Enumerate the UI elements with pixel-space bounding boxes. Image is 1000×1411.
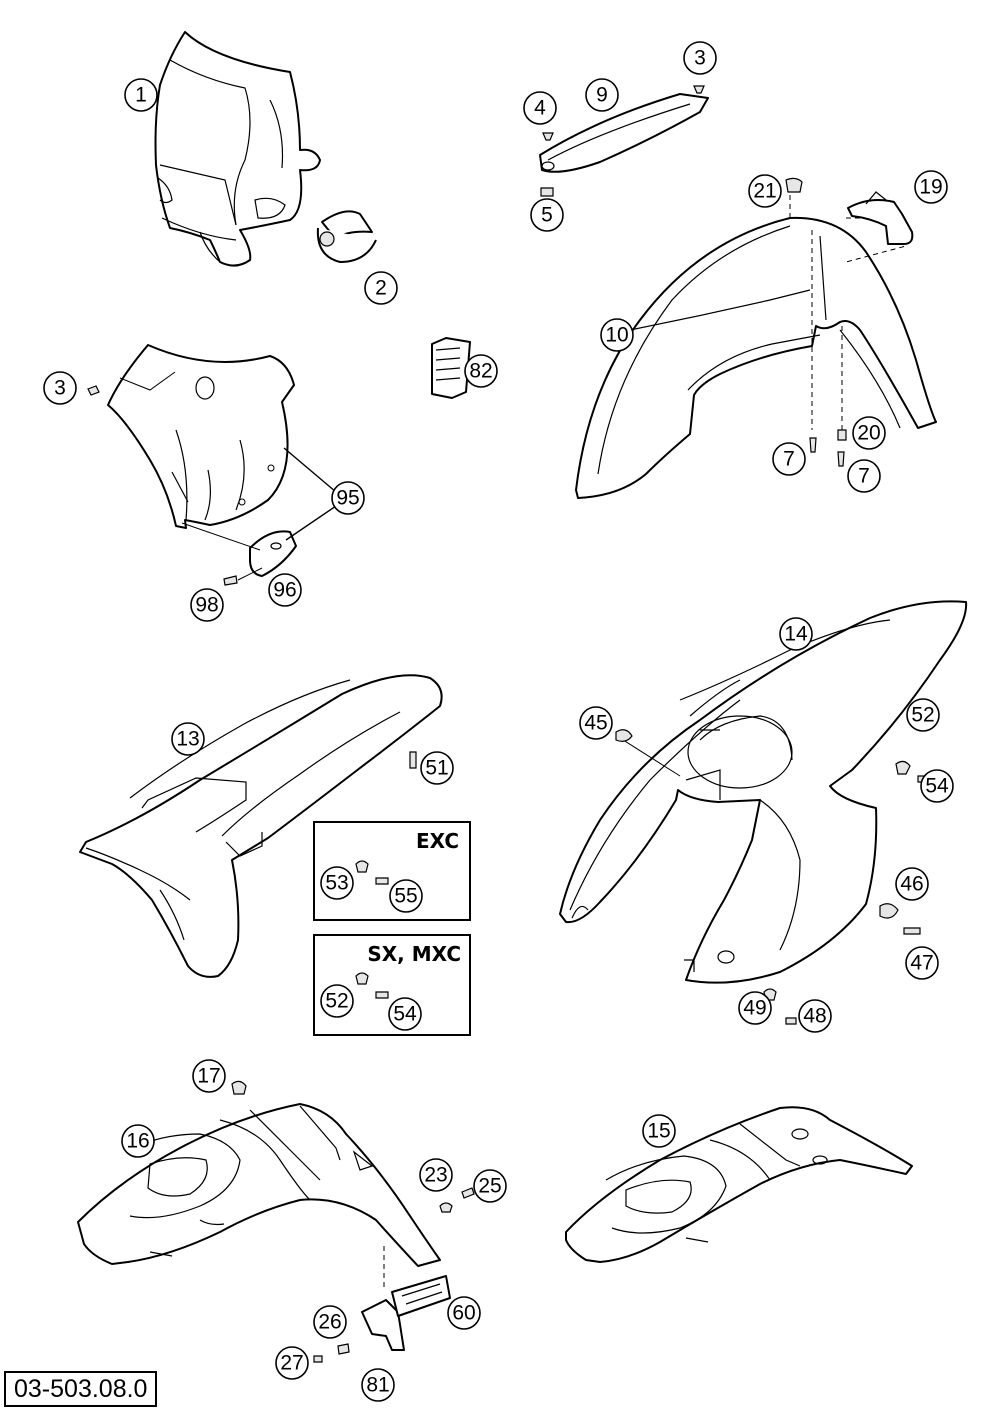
- callout-81: 81: [361, 1368, 395, 1402]
- svg-text:55: 55: [394, 885, 417, 908]
- svg-text:47: 47: [910, 952, 933, 975]
- callout-54-box: 54: [388, 997, 422, 1031]
- callout-52-box: 52: [320, 984, 354, 1018]
- reflector: [431, 337, 471, 399]
- svg-text:14: 14: [784, 623, 808, 646]
- callout-82: 82: [464, 354, 498, 388]
- svg-text:3: 3: [694, 47, 706, 70]
- svg-text:9: 9: [596, 84, 608, 107]
- svg-text:5: 5: [541, 204, 553, 227]
- drawing-number: 03-503.08.0: [4, 1371, 158, 1407]
- svg-text:3: 3: [54, 377, 66, 400]
- callout-46: 46: [895, 867, 929, 901]
- rear-fender-side-panel: [559, 600, 968, 1025]
- svg-text:53: 53: [325, 872, 348, 895]
- callout-27: 27: [275, 1346, 309, 1380]
- callout-2: 2: [364, 271, 398, 305]
- number-plate: [107, 344, 295, 529]
- callout-3-top: 3: [683, 41, 717, 75]
- svg-text:26: 26: [318, 1311, 341, 1334]
- svg-text:17: 17: [197, 1065, 220, 1088]
- svg-text:23: 23: [424, 1164, 447, 1187]
- callout-17: 17: [192, 1059, 226, 1093]
- svg-text:48: 48: [803, 1005, 826, 1028]
- svg-text:15: 15: [647, 1120, 670, 1143]
- svg-text:7: 7: [858, 465, 870, 488]
- callout-95: 95: [331, 481, 365, 515]
- svg-text:52: 52: [911, 704, 934, 727]
- svg-text:96: 96: [273, 579, 296, 602]
- svg-text:16: 16: [126, 1130, 149, 1153]
- front-fender-alt: [565, 1106, 913, 1263]
- callout-49: 49: [738, 991, 772, 1025]
- svg-text:21: 21: [753, 180, 776, 203]
- callout-23: 23: [419, 1158, 453, 1192]
- svg-text:60: 60: [452, 1302, 475, 1325]
- callout-54-panel: 54: [920, 769, 954, 803]
- svg-text:4: 4: [534, 97, 546, 120]
- callout-45: 45: [579, 706, 613, 740]
- svg-text:25: 25: [478, 1175, 501, 1198]
- front-fender-lower: [77, 1080, 475, 1363]
- svg-text:95: 95: [336, 487, 359, 510]
- headlight-clamp: [316, 210, 377, 263]
- svg-text:49: 49: [743, 997, 766, 1020]
- callout-48: 48: [798, 999, 832, 1033]
- variant-label-exc: EXC: [416, 829, 459, 853]
- callout-9: 9: [585, 78, 619, 112]
- svg-text:51: 51: [425, 757, 448, 780]
- callout-60: 60: [447, 1296, 481, 1330]
- callout-19: 19: [914, 170, 948, 204]
- svg-text:81: 81: [366, 1374, 389, 1397]
- svg-text:46: 46: [900, 873, 923, 896]
- svg-text:10: 10: [605, 324, 628, 347]
- callout-1: 1: [124, 78, 158, 112]
- callout-21: 21: [748, 174, 782, 208]
- callout-20: 20: [852, 416, 886, 450]
- callout-53: 53: [320, 866, 354, 900]
- callout-7-right: 7: [847, 459, 881, 493]
- svg-text:98: 98: [195, 594, 218, 617]
- callout-55: 55: [389, 879, 423, 913]
- callout-98: 98: [190, 588, 224, 622]
- callout-47: 47: [905, 946, 939, 980]
- svg-text:13: 13: [176, 728, 199, 751]
- callout-5: 5: [530, 198, 564, 232]
- svg-text:7: 7: [783, 448, 795, 471]
- callout-96: 96: [268, 573, 302, 607]
- callout-7-left: 7: [772, 442, 806, 476]
- bracket: [539, 85, 709, 197]
- callout-13: 13: [171, 722, 205, 756]
- variant-label-sx-mxc: SX, MXC: [367, 942, 461, 966]
- rear-fender: [79, 674, 443, 978]
- callout-52-panel: 52: [906, 698, 940, 732]
- svg-text:1: 1: [135, 84, 147, 107]
- number-holder: [361, 1275, 451, 1351]
- svg-text:45: 45: [584, 712, 607, 735]
- fender-mount: [847, 191, 914, 245]
- svg-text:52: 52: [325, 990, 348, 1013]
- callout-25: 25: [473, 1169, 507, 1203]
- svg-text:19: 19: [919, 176, 942, 199]
- svg-text:2: 2: [375, 277, 387, 300]
- svg-text:27: 27: [280, 1352, 303, 1375]
- callout-3-plate: 3: [43, 371, 77, 405]
- svg-text:82: 82: [469, 360, 492, 383]
- callout-4: 4: [523, 91, 557, 125]
- headlight-mask: [154, 31, 321, 267]
- svg-text:54: 54: [393, 1003, 417, 1026]
- plate-guide: [181, 522, 297, 586]
- callout-15: 15: [642, 1114, 676, 1148]
- callout-14: 14: [779, 617, 813, 651]
- svg-text:54: 54: [925, 775, 949, 798]
- callout-16: 16: [121, 1124, 155, 1158]
- callout-26: 26: [313, 1305, 347, 1339]
- callout-10: 10: [600, 318, 634, 352]
- callout-51: 51: [420, 751, 454, 785]
- svg-text:20: 20: [857, 422, 880, 445]
